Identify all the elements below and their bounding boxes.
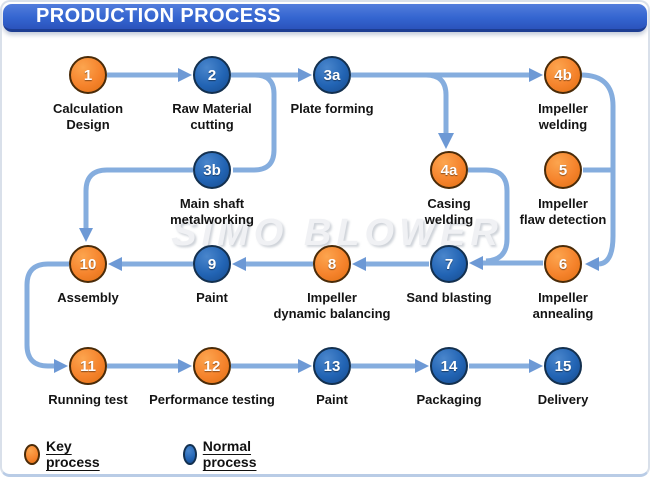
arrowhead-2-3a (298, 68, 312, 82)
node-label-12: Performance testing (149, 392, 275, 407)
node-label-9: Paint (196, 290, 228, 305)
node-circle-2: 2 (193, 56, 231, 94)
node-circle-6: 6 (544, 245, 582, 283)
arrowhead-11-12 (178, 359, 192, 373)
edge-3b-10 (83, 167, 193, 228)
arrowhead-12-13 (298, 359, 312, 373)
node-circle-15: 15 (544, 347, 582, 385)
node-circle-3a: 3a (313, 56, 351, 94)
node-label-10: Assembly (57, 290, 119, 305)
edge-3a-4a (425, 72, 449, 133)
title-bar: PRODUCTION PROCESS (3, 4, 647, 32)
node-label-13: Paint (316, 392, 348, 407)
arrowhead-3b-10 (79, 228, 93, 242)
node-label-3a: Plate forming (290, 101, 374, 116)
normal-process-label: Normal process (202, 438, 257, 470)
node-circle-1: 1 (69, 56, 107, 94)
legend-item-normal-process: Normal process (183, 438, 264, 470)
arrowhead-9-10 (108, 257, 122, 271)
page-title: PRODUCTION PROCESS (36, 5, 282, 27)
node-label-14: Packaging (416, 392, 482, 407)
arrowhead-1-2 (178, 68, 192, 82)
node-label-11: Running test (48, 392, 128, 407)
node-circle-14: 14 (430, 347, 468, 385)
arrowhead-6-7 (469, 256, 483, 270)
edge-4b-5-6 (580, 72, 616, 267)
node-circle-12: 12 (193, 347, 231, 385)
node-circle-9: 9 (193, 245, 231, 283)
normal-process-dot-icon (183, 443, 197, 465)
arrowhead-10-11 (54, 359, 68, 373)
node-label-15: Delivery (537, 392, 589, 407)
arrowhead-14-15 (529, 359, 543, 373)
node-circle-11: 11 (69, 347, 107, 385)
key-process-label: Key process (45, 438, 100, 470)
arrowhead-7-8 (352, 257, 366, 271)
arrowhead-3a-4a (438, 133, 454, 149)
node-circle-4b: 4b (544, 56, 582, 94)
edge-2-3b (233, 72, 277, 173)
node-circle-5: 5 (544, 151, 582, 189)
edge-10-11 (24, 261, 69, 369)
node-circle-4a: 4a (430, 151, 468, 189)
node-circle-3b: 3b (193, 151, 231, 189)
key-process-dot-icon (24, 443, 40, 465)
arrowhead-3a-4b (529, 68, 543, 82)
edge-4a-7 (468, 167, 510, 264)
node-circle-10: 10 (69, 245, 107, 283)
node-circle-7: 7 (430, 245, 468, 283)
legend-item-key-process: Key process (24, 438, 105, 470)
arrowhead-5-6 (585, 257, 599, 271)
node-circle-13: 13 (313, 347, 351, 385)
node-label-7: Sand blasting (406, 290, 492, 305)
arrowhead-13-14 (415, 359, 429, 373)
arrowhead-8-9 (232, 257, 246, 271)
node-circle-8: 8 (313, 245, 351, 283)
